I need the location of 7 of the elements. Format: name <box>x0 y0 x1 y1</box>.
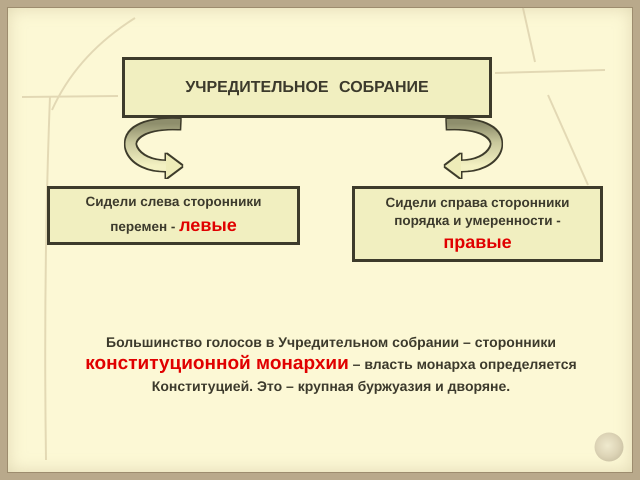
heading-text: УЧРЕДИТЕЛЬНОЕ СОБРАНИЕ <box>185 78 429 98</box>
summary-text: Большинство голосов в Учредительном собрании – сторонники конституционной монархии – власть монарха определяется Конституцией. Это – крупная буржуазия и дворяне. <box>84 333 578 396</box>
heading-box <box>122 57 492 118</box>
info-text: Сидели справа сторонники порядка и умеренности - правые <box>384 194 570 254</box>
info-box <box>47 186 300 245</box>
info-text: Сидели слева сторонники перемен - левые <box>84 192 262 238</box>
info-box <box>352 186 603 262</box>
